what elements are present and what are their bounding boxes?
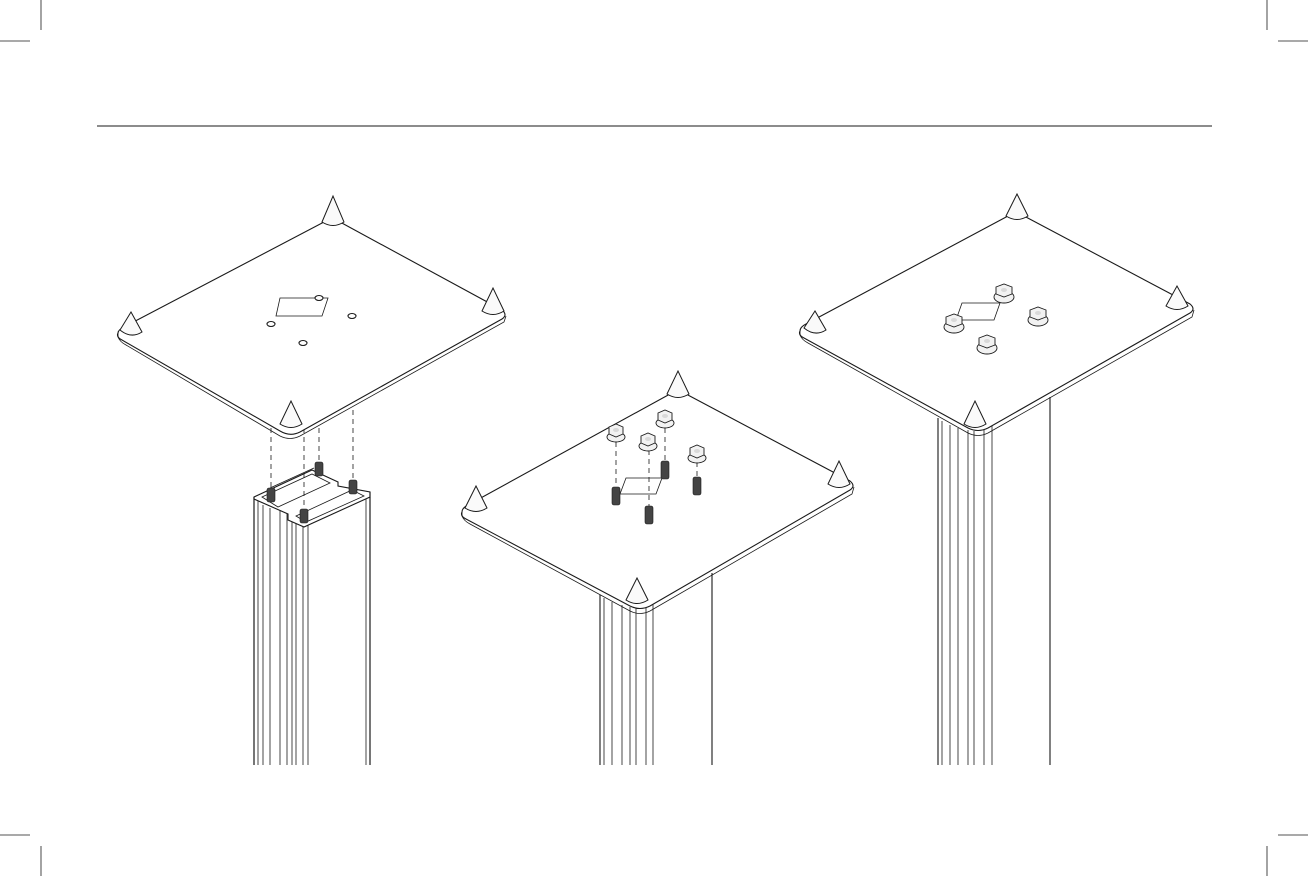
flange-nut: [994, 284, 1014, 303]
flange-nut: [607, 424, 625, 442]
flange-nut: [639, 433, 657, 451]
column: [254, 468, 370, 765]
flange-nut: [944, 314, 964, 333]
flange-nut: [1028, 307, 1048, 326]
top-plate: [118, 220, 507, 439]
step-2-fitting-nuts: [462, 371, 855, 765]
flange-nut: [977, 335, 997, 354]
step-3-assembled-view: [800, 194, 1195, 765]
step-1-exploded-view: [118, 196, 507, 765]
top-plate: [800, 214, 1195, 436]
flange-nut: [688, 445, 706, 463]
flange-nut: [656, 410, 674, 428]
column: [938, 397, 1050, 765]
